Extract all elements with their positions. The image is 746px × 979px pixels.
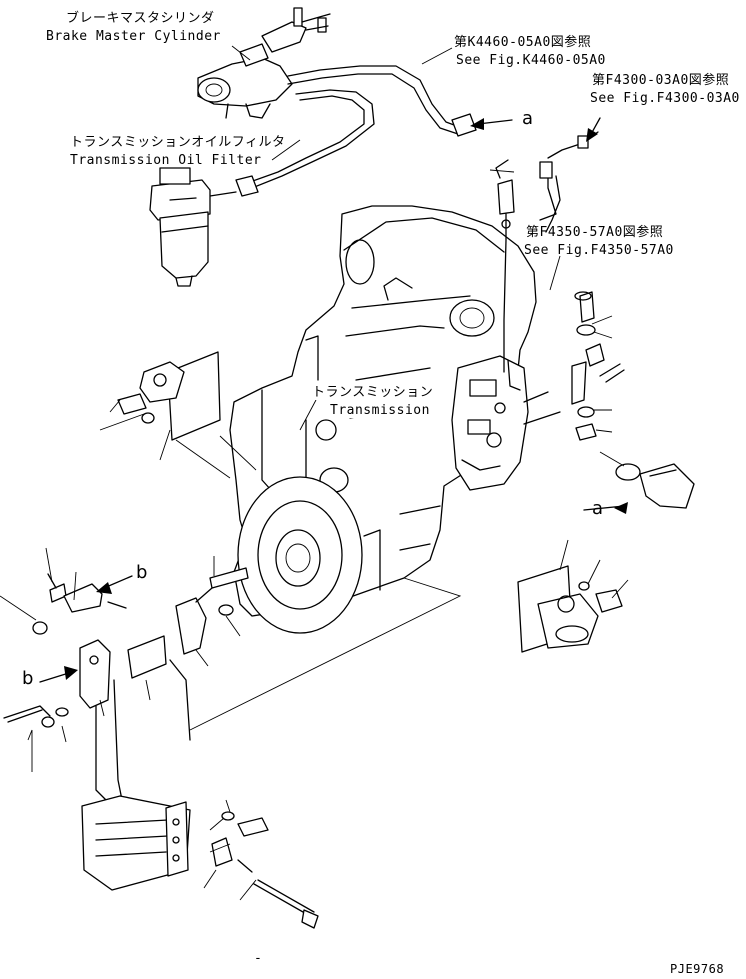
output-fitting: [615, 463, 695, 509]
control-valve: [451, 355, 561, 491]
ref-k4460-label-en: See Fig.K4460-05A0: [456, 53, 606, 68]
transmission-label-jp: トランスミッション: [312, 385, 434, 400]
callout-a-right: a: [592, 498, 604, 519]
callout-b-upper: b: [136, 562, 148, 583]
brake-master-cylinder: [197, 7, 331, 119]
brake-master-label-jp: ブレーキマスタシリンダ: [66, 11, 215, 26]
ref-k4460-label-jp: 第K4460-05A0図参照: [454, 35, 592, 50]
ref-f4350-label-en: See Fig.F4350-57A0: [524, 243, 674, 258]
shift-linkage: [3, 567, 249, 807]
transmission-label-en: Transmission: [330, 403, 430, 418]
page-mark: -: [254, 951, 263, 966]
transmission-oil-filter: [149, 167, 211, 287]
right-bracket-and-bolts: [571, 291, 625, 441]
lower-bracket: [81, 795, 319, 929]
brake-master-label-en: Brake Master Cylinder: [46, 29, 221, 44]
ref-f4300-label-jp: 第F4300-03A0図参照: [592, 73, 730, 88]
callout-arrows: [39, 117, 628, 683]
oil-filter-label-jp: トランスミッションオイルフィルタ: [70, 135, 286, 150]
electrical-harness: [495, 131, 599, 373]
callout-a-top: a: [522, 108, 534, 129]
brake-hoses: [209, 65, 477, 197]
drawing-code: PJE9768: [670, 962, 725, 976]
leader-lines: [0, 45, 629, 901]
callout-b-left: b: [22, 668, 34, 689]
ref-f4300-label-en: See Fig.F4300-03A0: [590, 91, 740, 106]
mount-left-upper: [117, 351, 221, 441]
oil-filter-label-en: Transmission Oil Filter: [70, 153, 262, 168]
torque-converter-front: [237, 476, 363, 634]
ref-f4350-label-jp: 第F4350-57A0図参照: [526, 225, 664, 240]
mount-right-lower: [517, 565, 623, 653]
